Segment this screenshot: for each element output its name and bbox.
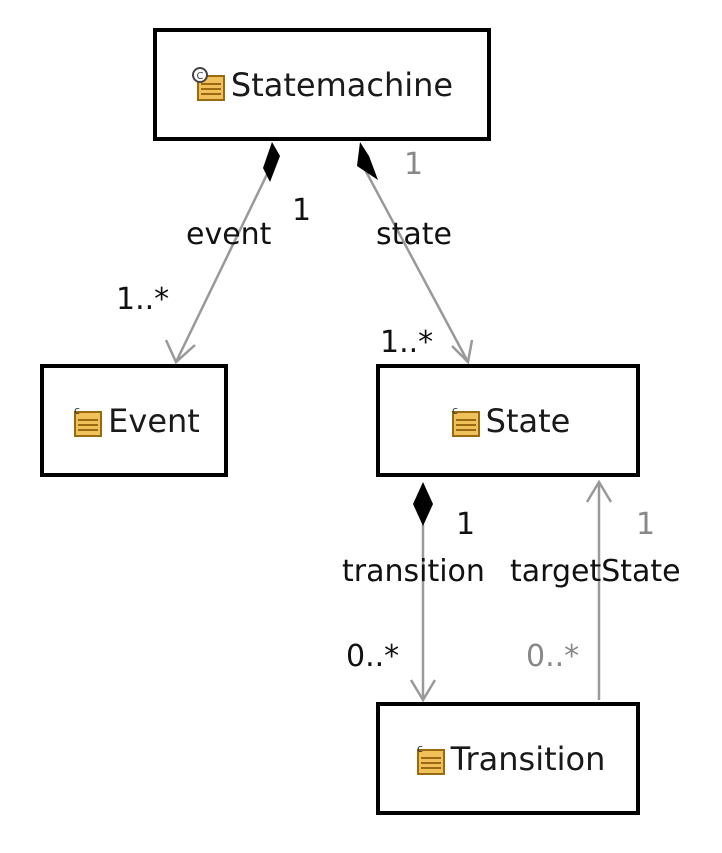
class-icon: c: [446, 403, 482, 439]
targetstate-arrowhead: [585, 479, 613, 503]
event-class-box[interactable]: c Event: [40, 364, 228, 477]
state-reference-line[interactable]: [360, 163, 470, 363]
class-name: Statemachine: [230, 65, 454, 104]
statemachine-class-box[interactable]: C Statemachine: [153, 28, 491, 141]
event-containment-diamond: [263, 142, 280, 182]
class-icon: c: [68, 403, 104, 439]
svg-text:c: c: [452, 404, 458, 417]
transition-role-label: transition: [342, 554, 485, 589]
state-target-multiplicity: 1..*: [380, 325, 434, 360]
transition-containment-diamond: [413, 482, 433, 526]
state-role-label: state: [376, 217, 452, 252]
event-reference-line[interactable]: [174, 163, 274, 363]
svg-text:c: c: [74, 404, 80, 417]
transition-class-box[interactable]: c Transition: [376, 702, 640, 815]
event-role-label: event: [186, 217, 272, 252]
class-icon: c: [411, 741, 447, 777]
event-source-multiplicity: 1: [292, 193, 312, 228]
state-arrowhead: [451, 339, 474, 365]
targetstate-role-label: targetState: [510, 554, 681, 589]
state-containment-diamond: [357, 142, 378, 180]
state-class-box[interactable]: c State: [376, 364, 640, 477]
targetstate-target-multiplicity: 1: [636, 507, 656, 542]
event-target-multiplicity: 1..*: [116, 282, 170, 317]
transition-arrowhead: [409, 679, 437, 703]
targetstate-source-multiplicity: 0..*: [526, 639, 580, 674]
transition-source-multiplicity: 1: [456, 507, 476, 542]
transition-target-multiplicity: 0..*: [346, 639, 400, 674]
svg-text:c: c: [417, 742, 423, 755]
svg-text:C: C: [196, 71, 203, 82]
class-name: Event: [108, 401, 200, 440]
class-name: Transition: [450, 739, 606, 778]
class-name: State: [485, 401, 571, 440]
abstract-class-icon: C: [191, 66, 227, 103]
state-source-multiplicity: 1: [404, 147, 424, 182]
event-arrowhead: [164, 339, 196, 365]
